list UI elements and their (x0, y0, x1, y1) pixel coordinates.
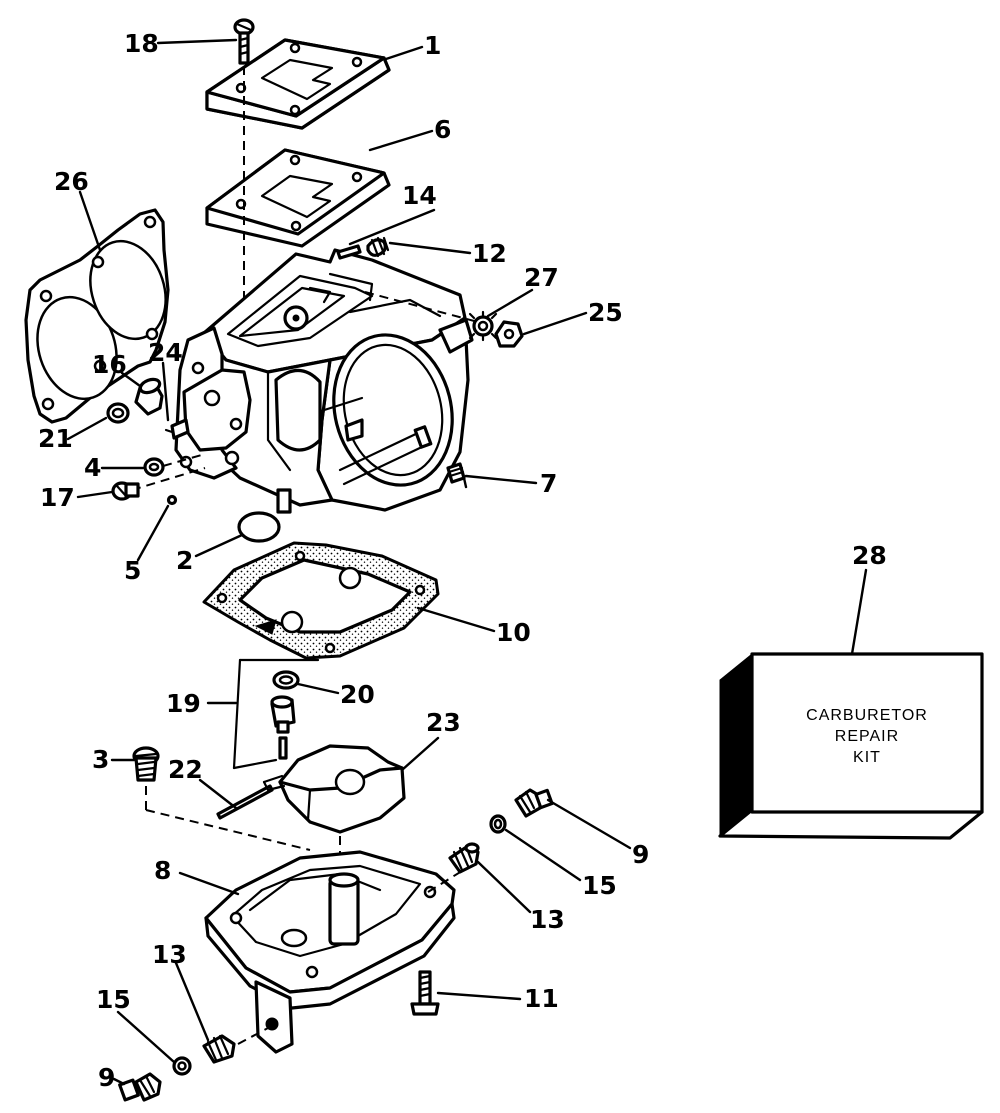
callout-16: 16 (92, 350, 127, 379)
kit-label-line-3: KIT (853, 749, 881, 766)
part-19-needle (278, 736, 288, 760)
part-7-spring (446, 462, 466, 484)
callout-24: 24 (148, 338, 183, 367)
alignment-line-3b (145, 809, 311, 851)
part-22-hinge-pin (216, 784, 274, 820)
part-5-ball (166, 494, 178, 506)
leader-lines (66, 38, 868, 1086)
callout-1: 1 (424, 31, 441, 60)
callout-15-lower: 15 (96, 985, 131, 1014)
callout-21: 21 (38, 424, 73, 453)
part-9-plug-upper (514, 788, 554, 818)
callout-23: 23 (426, 708, 461, 737)
part-11-bowl-screw (410, 970, 440, 1016)
callout-20: 20 (340, 680, 375, 709)
callout-8: 8 (154, 856, 171, 885)
part-17-screw (111, 481, 140, 501)
callout-18: 18 (124, 29, 159, 58)
part-24-pin (164, 418, 190, 440)
alignment-line-nut (364, 291, 479, 323)
callout-10: 10 (496, 618, 531, 647)
part-14-pin (336, 244, 362, 260)
callout-22: 22 (168, 755, 203, 784)
part-6-gasket (205, 148, 391, 248)
callout-7: 7 (540, 469, 557, 498)
callout-28: 28 (852, 541, 887, 570)
part-23-float (262, 744, 406, 834)
part-20-washer (272, 670, 300, 690)
callout-19: 19 (166, 689, 201, 718)
alignment-line-4 (162, 453, 206, 467)
callout-12: 12 (472, 239, 507, 268)
part-15-washer-upper (489, 814, 507, 834)
alignment-line-bowl-screw (427, 865, 471, 893)
part-12-spring (366, 236, 390, 258)
alignment-line-13 (237, 1027, 269, 1045)
part-2-disc (237, 511, 281, 543)
callout-15-upper: 15 (582, 871, 617, 900)
part-27-lock-washer (468, 310, 498, 342)
kit-label-line-1: CARBURETOR (806, 707, 928, 724)
callout-9-lower: 9 (98, 1063, 115, 1092)
part-9-plug-lower (118, 1072, 162, 1102)
callout-26: 26 (54, 167, 89, 196)
callout-17: 17 (40, 483, 75, 512)
part-1-cover-plate (205, 38, 391, 130)
callout-27: 27 (524, 263, 559, 292)
kit-label-line-2: REPAIR (835, 728, 899, 745)
callout-numbers: 18 1 6 14 12 27 25 26 16 24 21 4 17 5 2 … (38, 29, 887, 1092)
callout-5: 5 (124, 556, 141, 585)
part-26-intake-gasket (24, 208, 170, 424)
callout-9-upper: 9 (632, 840, 649, 869)
callout-25: 25 (588, 298, 623, 327)
part-21-o-ring (106, 402, 130, 424)
part-15-washer-lower (172, 1056, 192, 1076)
callout-13-lower: 13 (152, 940, 187, 969)
callout-13-upper: 13 (530, 905, 565, 934)
part-13-jet-upper (448, 842, 480, 874)
carburetor-body (174, 248, 474, 514)
part-13-jet-lower (202, 1034, 236, 1064)
part-10-bowl-gasket (202, 541, 440, 660)
part-19-needle-seat (270, 695, 296, 734)
callout-2: 2 (176, 546, 193, 575)
callout-6: 6 (434, 115, 451, 144)
part-28-repair-kit-box: CARBURETOR REPAIR KIT (718, 652, 984, 840)
callout-14: 14 (402, 181, 437, 210)
part-19-needle-valve-group (232, 658, 320, 770)
callout-11: 11 (524, 984, 559, 1013)
part-8-float-bowl (204, 850, 456, 1054)
part-25-nut (494, 320, 524, 348)
part-16-fitting (134, 377, 164, 416)
callout-4: 4 (84, 453, 101, 482)
part-4-washer (143, 457, 165, 477)
callout-3: 3 (92, 745, 109, 774)
part-3-screw (132, 746, 160, 782)
alignment-line-17 (131, 467, 206, 491)
part-18-screw (233, 18, 255, 65)
